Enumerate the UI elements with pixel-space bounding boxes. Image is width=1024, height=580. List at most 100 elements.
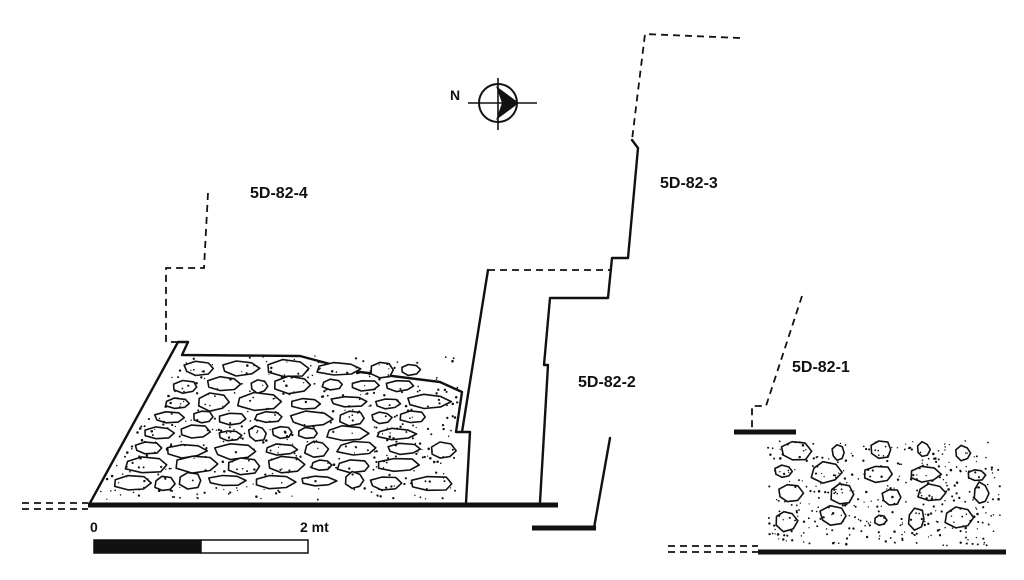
scale-bar-white-segment: [200, 539, 309, 554]
mortar-dot: [246, 486, 248, 488]
mortar-dot: [174, 390, 176, 393]
stone: [172, 379, 198, 395]
mortar-dot: [842, 520, 845, 522]
mortar-dot: [386, 427, 388, 429]
mortar-dot: [874, 441, 877, 444]
mortar-dot: [441, 423, 445, 427]
mortar-dot: [975, 507, 977, 509]
wall-5d-82-1-dashed-profile: [751, 295, 803, 430]
mortar-dot: [269, 370, 273, 373]
mortar-dot: [965, 536, 967, 539]
mortar-dot: [388, 368, 390, 370]
mortar-dot: [190, 419, 192, 421]
mortar-dot: [886, 454, 889, 457]
mortar-dot: [794, 468, 796, 471]
mortar-dot: [907, 447, 910, 450]
mortar-dot: [388, 435, 392, 438]
mortar-dot: [416, 390, 419, 393]
mortar-dot: [833, 541, 835, 544]
mortar-dot: [252, 396, 255, 399]
stone: [407, 393, 453, 410]
mortar-dot: [125, 465, 128, 468]
mortar-dot: [975, 460, 978, 463]
mortar-dot: [323, 390, 326, 393]
mortar-dot: [849, 490, 851, 492]
mortar-dot: [351, 409, 354, 411]
stone: [144, 426, 176, 440]
mortar-dot: [360, 394, 362, 396]
mortar-dot: [452, 357, 455, 360]
mortar-dot: [290, 376, 294, 379]
mortar-dot: [318, 368, 320, 371]
mortar-dot: [972, 498, 974, 501]
mortar-dot: [411, 435, 414, 438]
mortar-dot: [934, 457, 937, 460]
mortar-dot: [815, 456, 818, 459]
mortar-dot: [911, 531, 914, 535]
mortar-dot: [451, 448, 454, 451]
mortar-dot: [934, 498, 937, 501]
mortar-dot: [320, 361, 323, 364]
stone: [222, 360, 261, 377]
mortar-dot: [944, 499, 946, 502]
mortar-dot: [891, 446, 893, 449]
mortar-dot: [795, 504, 798, 507]
stone: [369, 476, 403, 491]
mortar-dot: [253, 365, 255, 367]
mortar-dot: [921, 459, 924, 461]
mortar-dot: [130, 447, 133, 450]
mortar-dot: [965, 531, 967, 533]
mortar-dot: [795, 511, 798, 514]
mortar-dot: [833, 488, 836, 491]
mortar-dot: [179, 405, 181, 408]
mortar-dot: [992, 530, 995, 533]
mortar-dot: [280, 375, 284, 379]
mortar-dot: [442, 456, 444, 458]
mortar-dot: [214, 395, 216, 398]
mortar-dot: [985, 512, 987, 514]
mortar-dot: [992, 514, 995, 516]
mortar-dot: [878, 535, 881, 537]
mortar-dot: [363, 487, 366, 490]
mortar-dot: [800, 441, 802, 443]
mortar-dot: [100, 490, 102, 493]
mortar-dot: [378, 488, 380, 491]
mortar-dot: [297, 372, 300, 375]
mortar-dot: [880, 505, 883, 508]
stone: [113, 474, 152, 491]
mortar-dot: [307, 477, 309, 480]
mortar-dot: [183, 390, 185, 393]
mortar-dot: [437, 398, 441, 402]
mortar-dot: [831, 512, 835, 515]
mortar-dot: [368, 373, 371, 376]
stone: [265, 443, 299, 456]
mortar-dot: [404, 477, 407, 480]
mortar-dot: [942, 544, 945, 547]
mortar-dot: [841, 492, 844, 494]
mortar-dot: [416, 361, 419, 364]
mortar-dot: [137, 494, 141, 497]
mortar-dot: [976, 528, 979, 530]
mortar-dot: [819, 517, 822, 520]
mortar-dot: [270, 366, 273, 370]
mortar-dot: [947, 488, 950, 491]
mortar-dot: [840, 488, 843, 491]
mortar-dot: [256, 419, 258, 422]
mortar-dot: [877, 454, 880, 456]
mortar-dot: [966, 452, 968, 454]
mortar-dot: [912, 473, 915, 477]
mortar-dot: [279, 468, 282, 471]
mortar-dot: [294, 422, 297, 424]
mortar-dot: [882, 456, 884, 458]
mortar-dot: [896, 478, 900, 481]
mortar-dot: [325, 388, 328, 391]
mortar-dot: [428, 480, 431, 483]
mortar-dot: [857, 478, 860, 480]
mortar-dot: [121, 473, 124, 475]
stone: [316, 361, 362, 376]
mortar-dot: [778, 538, 780, 540]
mortar-dot: [786, 443, 790, 446]
mortar-dot: [288, 469, 291, 472]
stone: [370, 361, 395, 379]
mortar-dot: [945, 490, 948, 493]
